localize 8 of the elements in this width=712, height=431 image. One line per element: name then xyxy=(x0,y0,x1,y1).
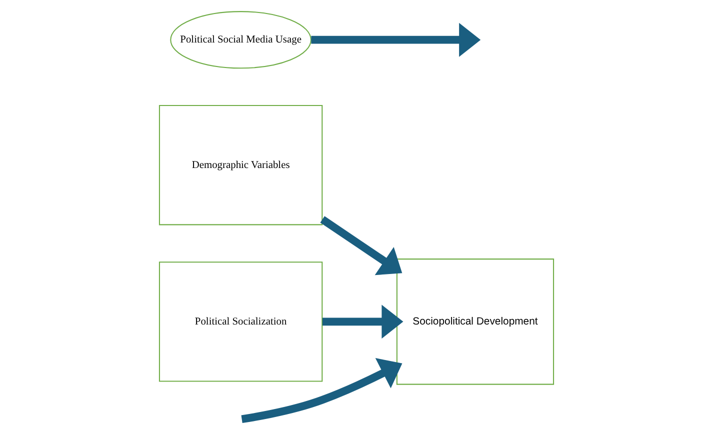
node-ellipse: Political Social Media Usage xyxy=(170,11,311,69)
arrow xyxy=(310,22,480,57)
node-box: Sociopolitical Development xyxy=(396,258,554,385)
arrow xyxy=(322,304,403,339)
node-box: Political Socialization xyxy=(158,262,322,382)
arrow xyxy=(320,216,402,276)
node-box: Demographic Variables xyxy=(158,105,322,226)
arrow xyxy=(240,358,402,423)
